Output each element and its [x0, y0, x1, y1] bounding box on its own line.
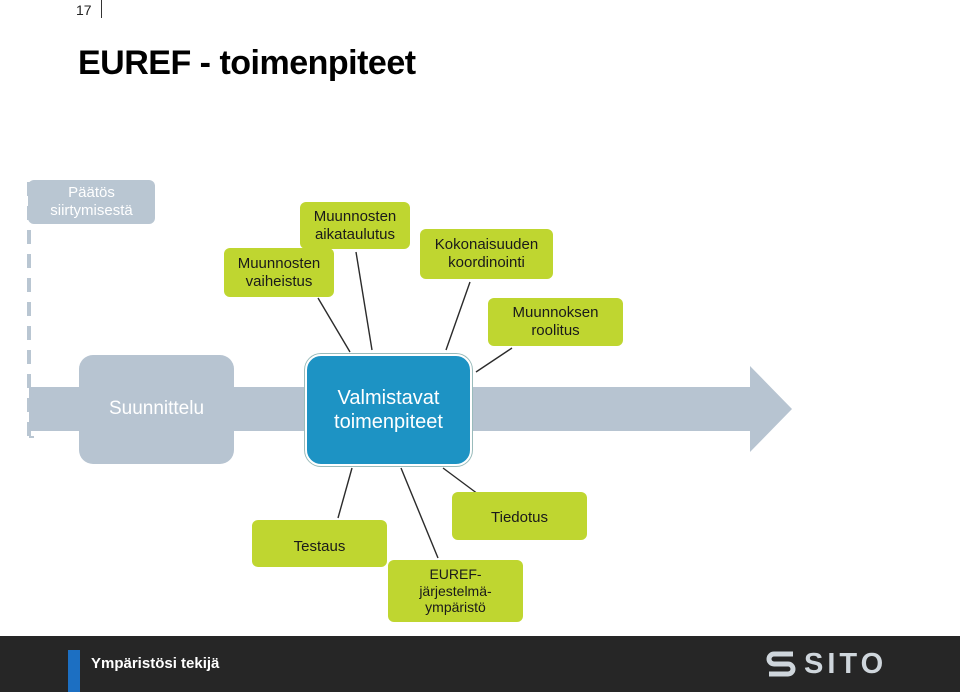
coordination-label: Kokonaisuuden koordinointi — [434, 236, 539, 271]
page-number-divider — [101, 0, 102, 18]
decision-label: Päätös siirtymisestä — [50, 184, 133, 219]
phasing-label: Muunnosten vaiheistus — [237, 254, 321, 290]
connector-coordination — [445, 281, 471, 351]
connector-environment — [400, 467, 439, 559]
preparatory-measures-box: Valmistavat toimenpiteet — [305, 354, 472, 466]
testing-box: Testaus — [252, 520, 387, 567]
page-number: 17 — [76, 2, 92, 18]
scheduling-label: Muunnosten aikataulutus — [313, 207, 397, 243]
connector-testing — [337, 467, 353, 519]
roles-box: Muunnoksen roolitus — [488, 298, 623, 346]
footer-tagline: Ympäristösi tekijä — [91, 655, 220, 672]
connector-scheduling — [355, 251, 373, 351]
coordination-box: Kokonaisuuden koordinointi — [420, 229, 553, 279]
connector-phasing — [317, 297, 351, 353]
roles-label: Muunnoksen roolitus — [512, 304, 599, 339]
environment-label: EUREF-järjestelmä-ympäristö — [419, 565, 492, 616]
footer-accent-bar — [68, 650, 80, 692]
environment-box: EUREF-järjestelmä-ympäristö — [388, 560, 523, 622]
phasing-box: Muunnosten vaiheistus — [224, 248, 334, 297]
testing-label: Testaus — [293, 537, 346, 555]
decision-box: Päätös siirtymisestä — [28, 180, 155, 224]
communication-label: Tiedotus — [491, 509, 548, 526]
page-title: EUREF - toimenpiteet — [78, 44, 416, 82]
planning-label: Suunnittelu — [108, 398, 205, 420]
communication-box: Tiedotus — [452, 492, 587, 540]
connector-roles — [475, 347, 513, 373]
sito-logo-mark-icon — [766, 651, 796, 677]
scheduling-box: Muunnosten aikataulutus — [300, 202, 410, 249]
sito-logo: SITO — [766, 647, 896, 681]
preparatory-measures-label: Valmistavat toimenpiteet — [334, 387, 443, 433]
footer: Ympäristösi tekijä SITO — [0, 636, 960, 692]
sito-logo-text: SITO — [804, 647, 888, 680]
planning-box: Suunnittelu — [79, 355, 234, 464]
